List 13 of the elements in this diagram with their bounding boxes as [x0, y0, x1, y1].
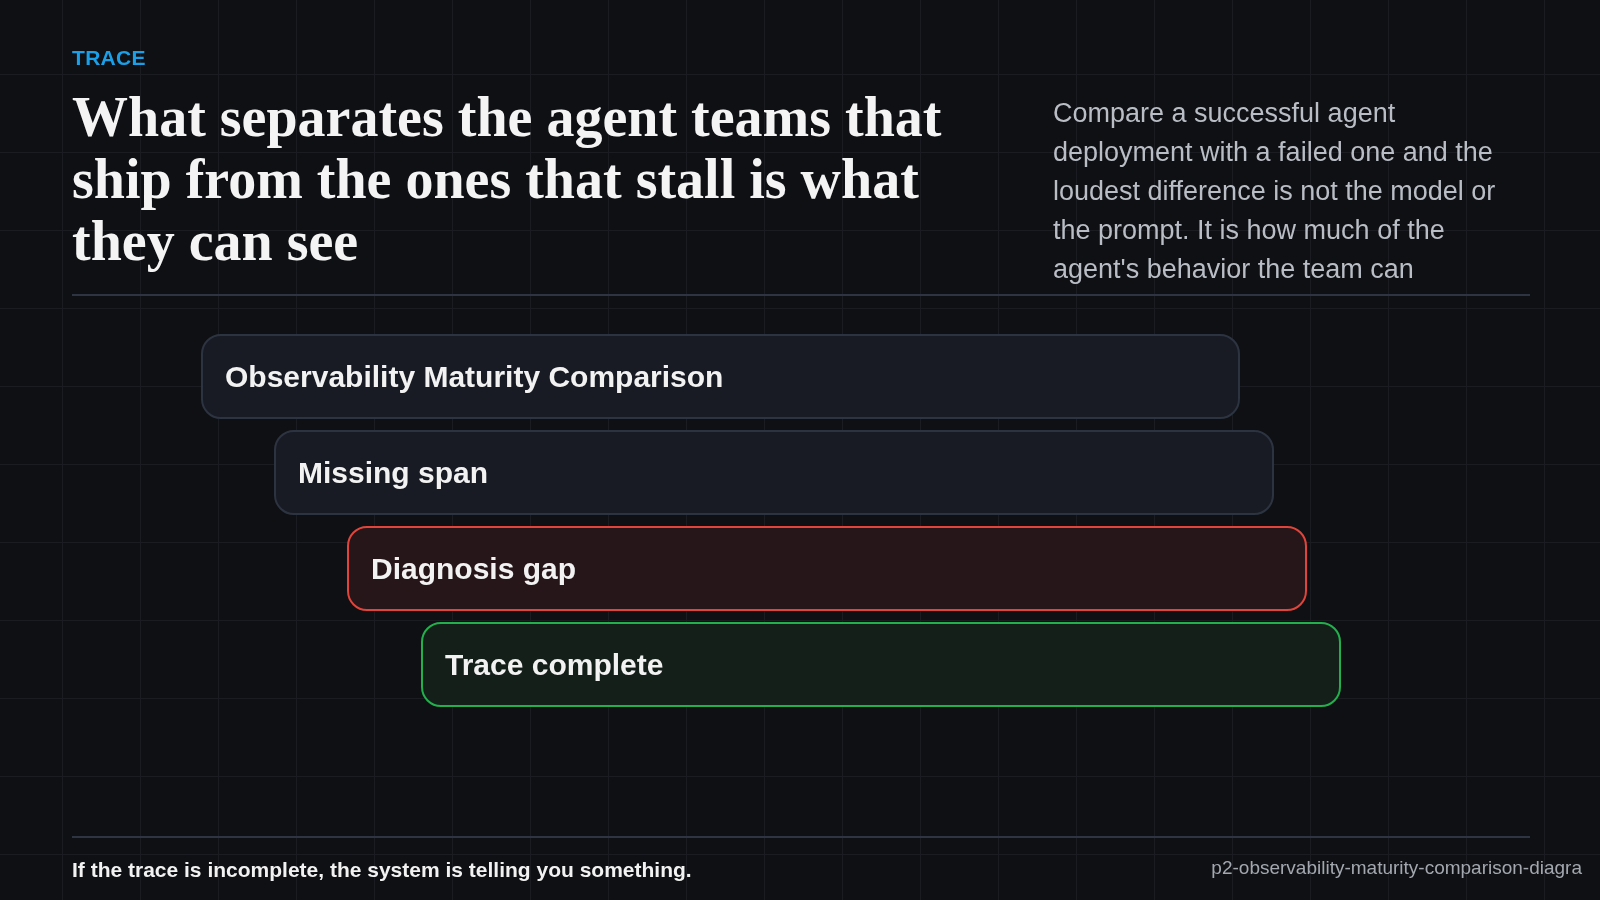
intro-paragraph: Compare a successful agent deployment with a failed one and the loudest difference is not the model or the prompt. It is how much of the agent's behavior the team can: [1053, 97, 1497, 286]
span-label: Diagnosis gap: [371, 551, 577, 586]
span-label: Observability Maturity Comparison: [225, 359, 724, 394]
trace-span-bar: [201, 334, 1240, 419]
span-label: Missing span: [298, 455, 489, 490]
trace-span-bar: [421, 622, 1341, 707]
eyebrow-label: TRACE: [72, 46, 146, 70]
span-label: Trace complete: [445, 647, 664, 682]
trace-span-bar: [347, 526, 1307, 611]
trace-span-bar: [274, 430, 1274, 515]
footer-caption: If the trace is incomplete, the system is telling you something.: [72, 858, 692, 882]
slide-title: What separates the agent teams that ship from the ones that stall is what they can see: [72, 86, 943, 272]
file-name-label: p2-observability-maturity-comparison-diagra: [1211, 857, 1582, 879]
